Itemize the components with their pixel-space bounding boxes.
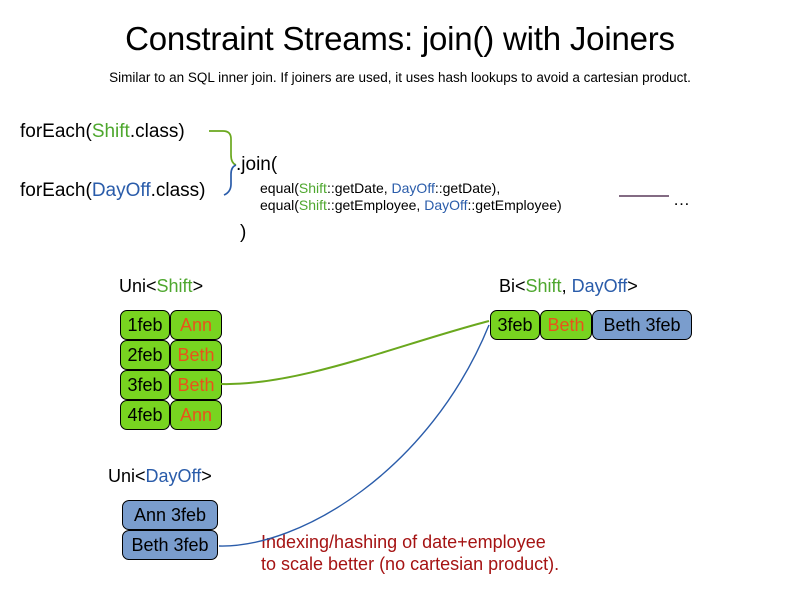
- dayoff-pair-cell: Beth 3feb: [122, 530, 218, 560]
- uni-shift-fact-list: 1feb Ann 2feb Beth 3feb Beth 4feb Ann: [120, 310, 222, 430]
- page-title: Constraint Streams: join() with Joiners: [125, 20, 675, 57]
- join-argument-date: equal(Shift::getDate, DayOff::getDate),: [260, 180, 562, 197]
- shift-name-cell: Ann: [170, 310, 222, 340]
- bi-name-cell: Beth: [540, 310, 592, 340]
- arg1-left-type: Shift: [298, 197, 327, 213]
- dayoff-pair-cell: Ann 3feb: [122, 500, 218, 530]
- label-uni-dayoff: Uni<DayOff>: [108, 466, 212, 487]
- arg1-fn: equal(: [260, 197, 299, 213]
- uni-dayoff-label-prefix: Uni<: [108, 466, 146, 486]
- shift-name-cell: Beth: [170, 370, 222, 400]
- annotation-line-1: Indexing/hashing of date+employee: [261, 532, 546, 552]
- foreach-dayoff-type: DayOff: [91, 180, 151, 201]
- arg0-left-type: Shift: [298, 180, 327, 196]
- bi-label-sep: ,: [561, 276, 572, 296]
- arg0-right-ref: ::getDate),: [434, 180, 501, 196]
- uni-shift-label-type: Shift: [156, 276, 193, 296]
- bi-label-prefix: Bi<: [499, 276, 526, 296]
- bi-label-type-a: Shift: [525, 276, 562, 296]
- foreach-shift-prefix: forEach(: [20, 121, 92, 142]
- shift-fact-row[interactable]: 3feb Beth: [120, 370, 222, 400]
- bi-dayoff-cell: Beth 3feb: [592, 310, 692, 340]
- bi-label-suffix: >: [627, 276, 638, 296]
- foreach-dayoff-suffix: .class): [150, 180, 206, 201]
- shift-fact-row[interactable]: 1feb Ann: [120, 310, 222, 340]
- annotation-line-2: to scale better (no cartesian product).: [261, 554, 560, 574]
- connector-shift3feb-to-bi: [220, 320, 490, 386]
- label-uni-shift: Uni<Shift>: [119, 276, 203, 297]
- arg1-left-ref: ::getEmployee,: [326, 197, 425, 213]
- code-join-open: .join(: [236, 154, 278, 175]
- dayoff-fact-row[interactable]: Ann 3feb: [122, 500, 218, 530]
- shift-name-cell: Beth: [170, 340, 222, 370]
- shift-fact-row[interactable]: 2feb Beth: [120, 340, 222, 370]
- bi-date-cell: 3feb: [490, 310, 540, 340]
- arg1-right-ref: ::getEmployee): [467, 197, 562, 213]
- continuation-ellipsis: …: [673, 190, 690, 209]
- arg0-right-type: DayOff: [391, 180, 435, 196]
- uni-dayoff-fact-list: Ann 3feb Beth 3feb: [122, 500, 218, 560]
- connector-shift-to-join: [209, 130, 237, 166]
- connector-dayoff-beth-to-bi: [218, 324, 490, 547]
- code-join-arguments: equal(Shift::getDate, DayOff::getDate), …: [260, 180, 562, 214]
- code-foreach-shift: forEach(Shift.class): [20, 122, 185, 141]
- shift-fact-row[interactable]: 4feb Ann: [120, 400, 222, 430]
- shift-date-cell: 3feb: [120, 370, 170, 400]
- bi-fact-row[interactable]: 3feb Beth Beth 3feb: [490, 310, 692, 340]
- arg0-fn: equal(: [260, 180, 299, 196]
- shift-date-cell: 2feb: [120, 340, 170, 370]
- foreach-dayoff-prefix: forEach(: [20, 180, 92, 201]
- code-foreach-dayoff: forEach(DayOff.class): [20, 181, 206, 200]
- connector-dayoff-to-join: [223, 164, 237, 196]
- code-join-close: ): [240, 222, 247, 243]
- shift-name-cell: Ann: [170, 400, 222, 430]
- shift-date-cell: 4feb: [120, 400, 170, 430]
- join-argument-employee: equal(Shift::getEmployee, DayOff::getEmp…: [260, 197, 562, 214]
- arg0-left-ref: ::getDate,: [326, 180, 392, 196]
- uni-dayoff-label-suffix: >: [201, 466, 212, 486]
- shift-date-cell: 1feb: [120, 310, 170, 340]
- foreach-shift-suffix: .class): [129, 121, 185, 142]
- foreach-shift-type: Shift: [91, 121, 130, 142]
- dayoff-fact-row[interactable]: Beth 3feb: [122, 530, 218, 560]
- uni-dayoff-label-type: DayOff: [145, 466, 202, 486]
- uni-shift-label-prefix: Uni<: [119, 276, 157, 296]
- page-subtitle: Similar to an SQL inner join. If joiners…: [109, 70, 691, 85]
- uni-shift-label-suffix: >: [192, 276, 204, 296]
- bi-label-type-b: DayOff: [571, 276, 628, 296]
- label-bi-stream: Bi<Shift, DayOff>: [499, 276, 638, 297]
- annotation-text: Indexing/hashing of date+employee to sca…: [261, 531, 559, 575]
- arg1-right-type: DayOff: [424, 197, 468, 213]
